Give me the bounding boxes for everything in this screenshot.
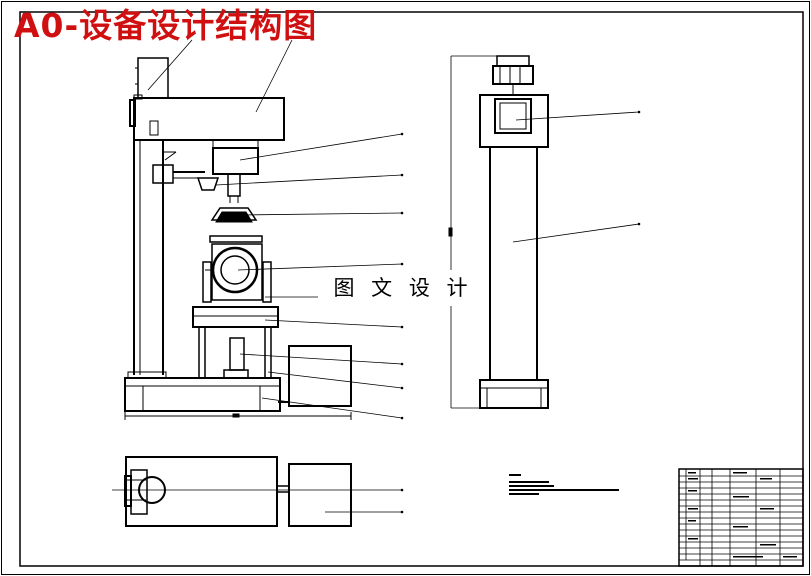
top-view-station xyxy=(288,463,352,527)
side-column xyxy=(489,146,538,381)
drawing-title: A0-设备设计结构图 xyxy=(14,6,318,45)
base xyxy=(124,377,281,412)
side-motor xyxy=(496,55,530,67)
front-view xyxy=(124,57,352,420)
motor xyxy=(137,57,169,99)
inner-border xyxy=(19,11,804,567)
side-base xyxy=(479,379,549,409)
top-view xyxy=(124,456,352,527)
worktable xyxy=(192,306,279,328)
press-head xyxy=(210,207,258,221)
head-housing xyxy=(133,97,285,141)
technical-notes xyxy=(509,474,619,495)
top-view-base xyxy=(125,456,278,527)
spindle-housing xyxy=(212,147,259,175)
side-view xyxy=(448,55,640,409)
valve-body xyxy=(211,246,259,294)
title-block xyxy=(678,468,804,567)
watermark-text: 图 文 设 计 xyxy=(318,270,488,306)
